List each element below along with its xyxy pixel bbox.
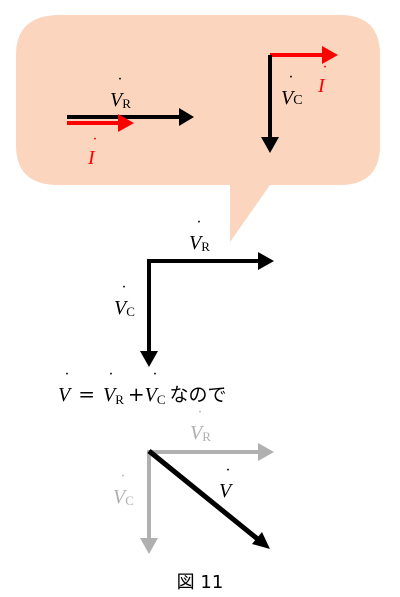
bubble-vr-label: VR [110, 89, 131, 111]
bottom-v-arrow [147, 449, 270, 549]
bottom-vc-label: VC [113, 486, 134, 508]
bubble-vc-label: VC [281, 87, 303, 109]
dot-mark: ˙ [120, 283, 128, 302]
bottom-vr-arrow [149, 443, 274, 461]
bubble-vc-arrow [261, 55, 279, 153]
dot-mark: ˙ [224, 466, 232, 485]
dot-mark: ˙ [63, 370, 71, 389]
bubble-vr-arrow [67, 108, 194, 126]
dot-mark: ˙ [287, 73, 295, 92]
dot-mark: ˙ [119, 472, 127, 491]
bubble-current-arrow-right [270, 46, 338, 64]
dot-mark: ˙ [196, 408, 204, 427]
bubble-current-label-right: I [317, 75, 326, 97]
middle-vc-arrow [140, 259, 158, 367]
bubble-current-label-left: I [87, 147, 96, 169]
dot-mark: ˙ [151, 370, 159, 389]
bottom-v-label: V [219, 480, 234, 502]
middle-vc-label: VC [114, 297, 135, 319]
figure-caption: 図 11 [177, 572, 224, 593]
dot-mark: ˙ [116, 75, 124, 94]
middle-vr-arrow [149, 252, 274, 270]
middle-vr-label: VR [189, 232, 210, 254]
dot-mark: ˙ [91, 135, 99, 154]
bottom-vr-label: VR [190, 422, 211, 444]
speech-bubble [16, 15, 380, 242]
dot-mark: ˙ [195, 218, 203, 237]
bubble-current-arrow-left [67, 114, 134, 132]
dot-mark: ˙ [107, 370, 115, 389]
bottom-vc-arrow [140, 450, 158, 554]
dot-mark: ˙ [321, 63, 329, 82]
